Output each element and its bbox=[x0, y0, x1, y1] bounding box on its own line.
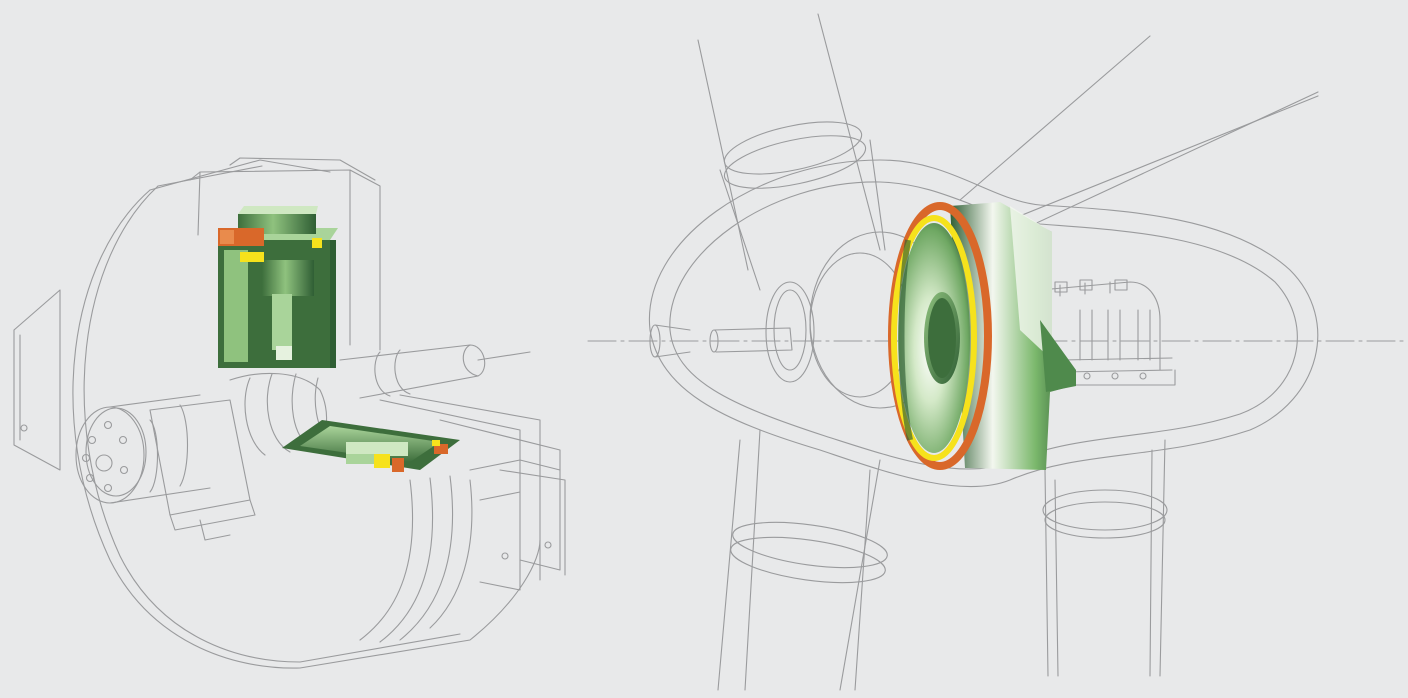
upper-bearing-pad bbox=[218, 206, 338, 368]
seal-ring bbox=[888, 202, 1076, 470]
sketch-lines-right bbox=[587, 13, 1408, 691]
lower-bearing-pad bbox=[282, 420, 460, 472]
bearing-cutaway-figure bbox=[13, 157, 566, 669]
sketch-lines-left bbox=[13, 157, 566, 669]
